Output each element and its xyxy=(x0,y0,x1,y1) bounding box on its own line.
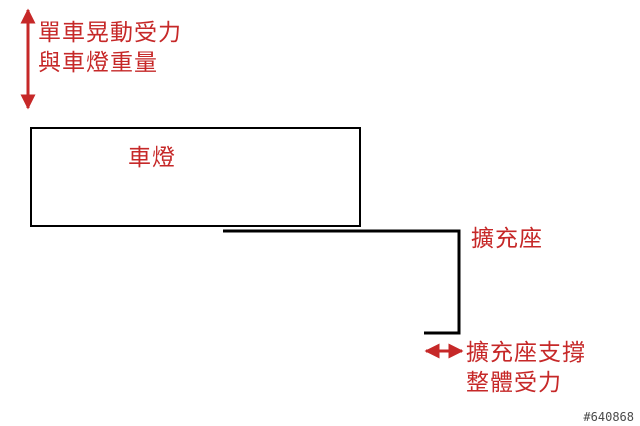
bracket-support-label-line1: 擴充座支撐 xyxy=(466,340,586,366)
bracket-support-label-line2: 整體受力 xyxy=(466,370,562,396)
top-force-label-line2: 與車燈重量 xyxy=(38,50,158,76)
top-force-label-line1: 單車晃動受力 xyxy=(38,20,182,46)
bracket-label-text: 擴充座 xyxy=(471,226,543,252)
lamp-box xyxy=(30,127,361,227)
bracket-support-label: 擴充座支撐 整體受力 xyxy=(466,338,586,398)
bracket-line xyxy=(223,229,461,335)
bracket-label: 擴充座 xyxy=(471,224,543,254)
top-force-label: 單車晃動受力 與車燈重量 xyxy=(38,18,182,78)
lamp-label-text: 車燈 xyxy=(128,145,176,171)
lamp-label: 車燈 xyxy=(128,143,176,173)
watermark: #640868 xyxy=(583,410,634,424)
